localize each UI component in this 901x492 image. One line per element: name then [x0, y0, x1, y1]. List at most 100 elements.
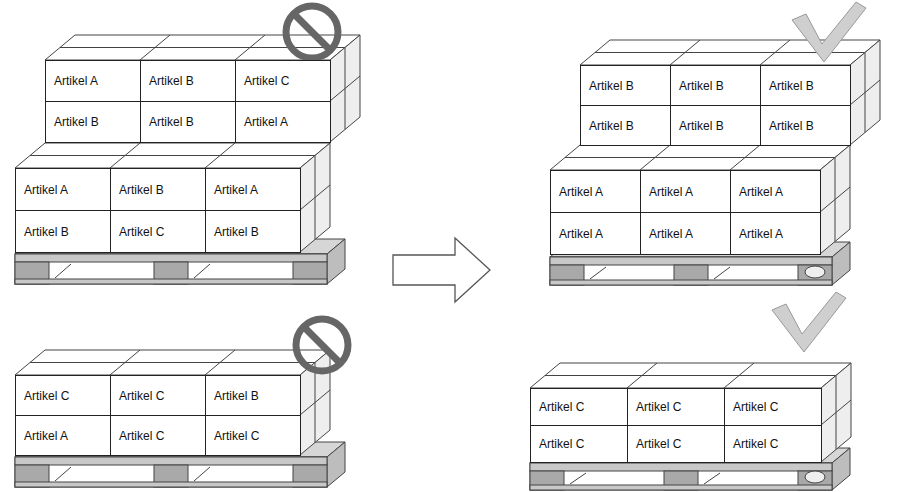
- box-side: [300, 143, 330, 252]
- article-label: Artikel B: [679, 79, 724, 93]
- pallet-shadow: [55, 264, 71, 278]
- article-box: Artikel C: [530, 425, 628, 463]
- article-label: Artikel B: [119, 183, 164, 197]
- article-box: Artikel B: [670, 105, 761, 146]
- article-box: Artikel B: [140, 60, 236, 102]
- pallet-board: [530, 463, 832, 471]
- pallet-shadow: [194, 467, 210, 481]
- article-box: Artikel C: [15, 375, 111, 416]
- article-box: Artikel B: [580, 65, 671, 106]
- pallet-board: [15, 457, 327, 465]
- article-box: Artikel B: [580, 105, 671, 146]
- article-label: Artikel B: [149, 115, 194, 129]
- pallet-side: [327, 442, 345, 487]
- article-box: Artikel A: [15, 168, 111, 211]
- article-label: Artikel C: [119, 389, 164, 403]
- box-edge: [315, 156, 316, 240]
- check-mark: [772, 292, 846, 352]
- box-side: [821, 363, 851, 462]
- pallet-front: [15, 457, 327, 487]
- article-box: Artikel B: [205, 210, 301, 253]
- prohibition-sign: [304, 327, 340, 363]
- article-label: Artikel B: [679, 119, 724, 133]
- pallet-shadow: [55, 467, 71, 481]
- box-top: [550, 145, 850, 170]
- article-label: Artikel A: [24, 429, 68, 443]
- article-label: Artikel A: [649, 227, 693, 241]
- article-box: Artikel C: [530, 388, 628, 426]
- article-label: Artikel B: [54, 115, 99, 129]
- pallet-board: [15, 279, 327, 284]
- article-box: Artikel B: [760, 105, 851, 146]
- article-label: Artikel B: [149, 74, 194, 88]
- article-label: Artikel A: [24, 183, 68, 197]
- box-edge: [835, 158, 836, 242]
- article-label: Artikel B: [769, 79, 814, 93]
- article-box: Artikel B: [15, 210, 111, 253]
- prohibition-sign: [296, 319, 348, 371]
- article-label: Artikel C: [733, 437, 778, 451]
- pallet-shadow: [704, 473, 720, 484]
- article-box: Artikel C: [724, 425, 822, 463]
- pallet-side: [832, 448, 850, 490]
- flow-arrow: [393, 238, 490, 302]
- box-top: [530, 363, 851, 388]
- article-label: Artikel A: [244, 115, 288, 129]
- prohibition-sign: [286, 6, 338, 58]
- pallet-logo: [805, 266, 825, 278]
- article-label: Artikel A: [649, 185, 693, 199]
- article-box: Artikel B: [670, 65, 761, 106]
- pallet-shadow: [570, 473, 586, 484]
- pallet-board: [530, 485, 832, 490]
- article-box: Artikel C: [627, 388, 725, 426]
- article-box: Artikel A: [640, 170, 731, 213]
- article-box: Artikel A: [550, 212, 641, 255]
- box-side: [820, 145, 850, 254]
- article-box: Artikel A: [205, 168, 301, 211]
- article-label: Artikel B: [24, 225, 69, 239]
- pallet-shadow: [714, 267, 730, 279]
- article-label: Artikel A: [739, 227, 783, 241]
- article-label: Artikel B: [589, 79, 634, 93]
- article-label: Artikel C: [539, 437, 584, 451]
- article-box: Artikel C: [627, 425, 725, 463]
- article-box: Artikel C: [110, 210, 206, 253]
- article-label: Artikel C: [636, 437, 681, 451]
- pallet-front: [15, 254, 327, 284]
- box-edge: [865, 53, 866, 133]
- article-label: Artikel A: [559, 227, 603, 241]
- article-box: Artikel C: [205, 415, 301, 456]
- box-top: [15, 143, 330, 168]
- box-top: [15, 350, 330, 375]
- article-box: Artikel B: [140, 101, 236, 143]
- pallet-front: [550, 257, 832, 285]
- pallet-board: [15, 254, 327, 262]
- article-box: Artikel C: [110, 375, 206, 416]
- article-label: Artikel C: [214, 429, 259, 443]
- article-box: Artikel B: [45, 101, 141, 143]
- check-mark: [792, 2, 866, 62]
- box-edge: [30, 362, 315, 363]
- box-edge: [315, 363, 316, 443]
- box-side: [850, 40, 880, 145]
- pallet-shadow: [194, 264, 210, 278]
- pallet-board: [15, 482, 327, 487]
- article-label: Artikel C: [636, 400, 681, 414]
- article-box: Artikel A: [550, 170, 641, 213]
- article-box: Artikel A: [45, 60, 141, 102]
- prohibition-sign: [294, 14, 330, 50]
- article-box: Artikel A: [730, 170, 821, 213]
- article-label: Artikel A: [739, 185, 783, 199]
- article-label: Artikel A: [559, 185, 603, 199]
- pallet-side: [832, 242, 850, 285]
- article-label: Artikel B: [214, 225, 259, 239]
- pallet-front: [530, 463, 832, 490]
- article-box: Artikel C: [235, 60, 331, 102]
- article-label: Artikel B: [214, 389, 259, 403]
- box-edge: [30, 155, 315, 156]
- article-label: Artikel C: [24, 389, 69, 403]
- article-label: Artikel A: [214, 183, 258, 197]
- article-box: Artikel A: [235, 101, 331, 143]
- article-label: Artikel C: [119, 225, 164, 239]
- box-edge: [60, 47, 345, 48]
